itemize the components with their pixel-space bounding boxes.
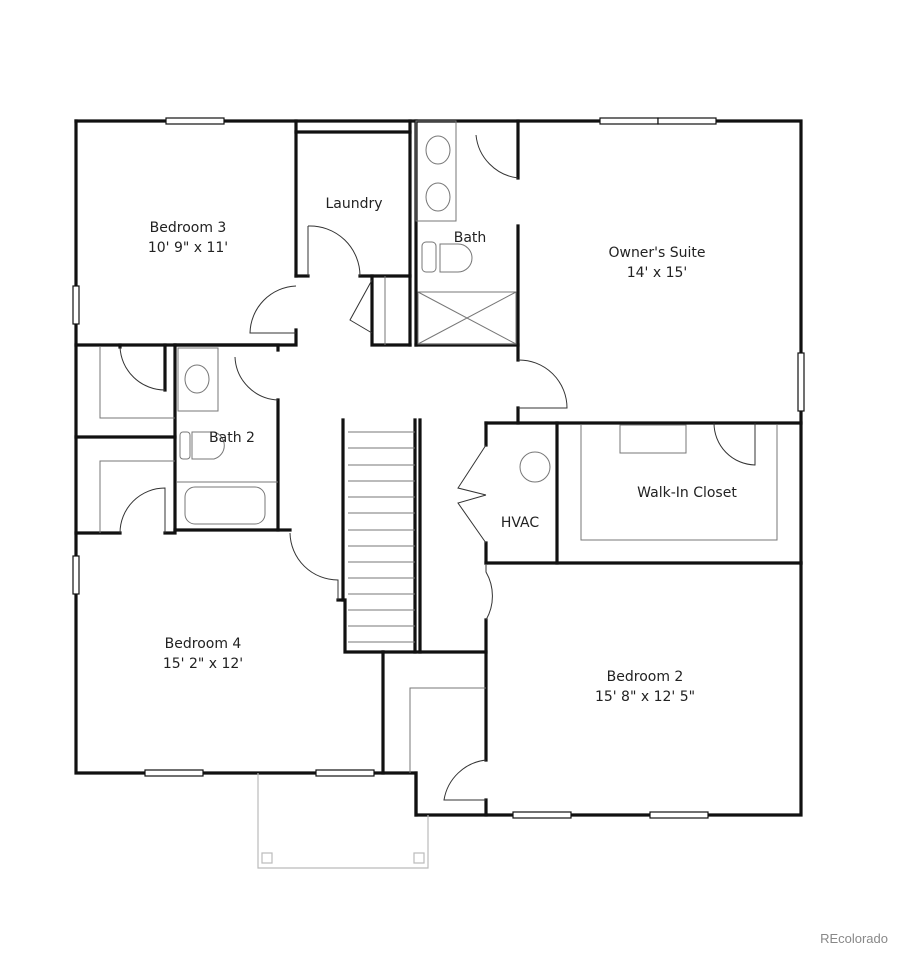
bedroom4-name: Bedroom 4 bbox=[165, 636, 242, 652]
bedroom3-name: Bedroom 3 bbox=[150, 220, 227, 236]
bedroom2-size: 15' 8" x 12' 5" bbox=[595, 689, 695, 705]
room-labels: Bedroom 3 10' 9" x 11' Laundry Bath Owne… bbox=[148, 196, 737, 705]
owners-suite-name: Owner's Suite bbox=[608, 245, 705, 261]
windows bbox=[72, 117, 805, 819]
owners-suite-size: 14' x 15' bbox=[627, 265, 688, 281]
bedroom3-size: 10' 9" x 11' bbox=[148, 240, 228, 256]
hvac-name: HVAC bbox=[501, 515, 540, 531]
bath2-name: Bath 2 bbox=[209, 430, 255, 446]
bath-name: Bath bbox=[454, 230, 487, 246]
door-swings bbox=[119, 134, 756, 801]
bedroom4-size: 15' 2" x 12' bbox=[163, 656, 243, 672]
stair-treads bbox=[348, 431, 415, 643]
fixtures bbox=[99, 120, 778, 869]
watermark: REcolorado bbox=[820, 931, 888, 946]
walk-in-closet-name: Walk-In Closet bbox=[637, 485, 737, 501]
bedroom2-name: Bedroom 2 bbox=[607, 669, 684, 685]
laundry-name: Laundry bbox=[325, 196, 382, 212]
